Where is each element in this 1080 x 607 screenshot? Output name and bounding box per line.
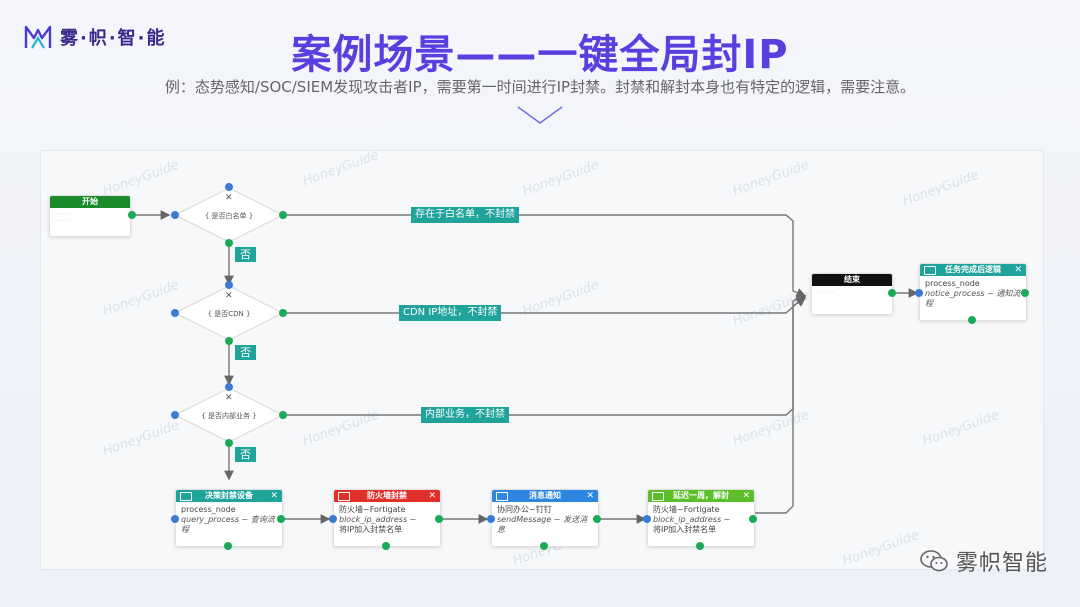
input-port[interactable] — [915, 289, 923, 297]
close-icon[interactable]: ✕ — [225, 291, 233, 301]
decision-label-3: { 是否内部业务 } — [201, 412, 257, 420]
page-subtitle: 例：态势感知/SOC/SIEM发现攻击者IP，需要第一时间进行IP封禁。封禁和解… — [164, 78, 916, 96]
input-port[interactable] — [171, 515, 179, 523]
start-node-title: 开始 — [50, 196, 130, 208]
node-type: process_node — [181, 505, 236, 514]
yes-branch-label-1: 存在于白名单，不封禁 — [411, 207, 519, 223]
process-node-delay-unblock[interactable]: 延迟一周，解封 ✕ 防火墙~Fortigate block_ip_address… — [647, 489, 755, 547]
wechat-icon — [920, 550, 948, 572]
node-action: sendMessage ~ 发送消息 — [497, 515, 588, 534]
page-title: 案例场景——一键全局封IP — [291, 32, 789, 78]
close-icon[interactable]: ✕ — [742, 491, 750, 501]
input-port[interactable] — [171, 309, 179, 317]
output-port[interactable] — [888, 289, 896, 297]
end-node-title: 结束 — [812, 274, 892, 286]
end-node[interactable]: 结束 · · · · · — [811, 273, 893, 315]
logo-mark-icon — [24, 25, 52, 49]
output-port[interactable] — [225, 239, 233, 247]
node-type: process_node — [925, 279, 980, 288]
decision-label-1: { 是否白名单 } — [204, 212, 254, 220]
process-node-decide-device[interactable]: 决策封禁设备 ✕ process_node query_process ~ 查询… — [175, 489, 283, 547]
output-port[interactable] — [225, 439, 233, 447]
node-action: notice_process ~ 通知流程 — [925, 289, 1021, 308]
no-branch-label-1: 否 — [235, 247, 256, 262]
yes-branch-label-3: 内部业务，不封禁 — [421, 407, 509, 423]
process-node-firewall-block[interactable]: 防火墙封禁 ✕ 防火墙~Fortigate block_ip_address ~… — [333, 489, 441, 547]
process-node-header: 防火墙封禁 ✕ — [334, 490, 440, 502]
start-node-body: · · · · · ·· · · · · — [55, 211, 76, 225]
output-port[interactable] — [279, 309, 287, 317]
brand-signature: 雾帜智能 — [920, 545, 1048, 577]
company-logo: 雾·帜·智·能 — [24, 24, 167, 50]
brand-text: 雾帜智能 — [955, 551, 1048, 576]
logo-text: 雾·帜·智·能 — [60, 28, 167, 49]
close-icon[interactable]: ✕ — [225, 393, 233, 403]
flow-connectors — [133, 187, 919, 524]
workflow-canvas[interactable]: HoneyGuide HoneyGuide HoneyGuide HoneyGu… — [40, 148, 1044, 570]
yes-branch-label-2: CDN IP地址，不封禁 — [399, 305, 502, 321]
node-note: 将IP加入封禁名单 — [653, 525, 717, 534]
end-node-body: · · · · · — [817, 289, 835, 296]
window-icon — [924, 266, 936, 275]
input-port[interactable] — [329, 515, 337, 523]
close-icon[interactable]: ✕ — [270, 491, 278, 501]
input-port[interactable] — [171, 411, 179, 419]
no-branch-label-3: 否 — [235, 447, 256, 462]
process-node-header: 决策封禁设备 ✕ — [176, 490, 282, 502]
output-port[interactable] — [128, 211, 136, 219]
window-icon — [338, 492, 350, 501]
chevron-down-icon — [517, 106, 563, 124]
output-port[interactable] — [279, 411, 287, 419]
start-node[interactable]: 开始 · · · · · ·· · · · · — [49, 195, 131, 237]
node-note: 将IP加入封禁名单 — [339, 525, 403, 534]
output-port[interactable] — [1021, 289, 1029, 297]
process-node-header: 延迟一周，解封 ✕ — [648, 490, 754, 502]
output-port[interactable] — [696, 542, 704, 550]
window-icon — [652, 492, 664, 501]
close-icon[interactable]: ✕ — [586, 491, 594, 501]
process-node-title: 防火墙封禁 — [367, 491, 407, 500]
process-node-title: 延迟一周，解封 — [673, 491, 729, 500]
node-action: block_ip_address ~ — [339, 515, 417, 524]
window-icon — [496, 492, 508, 501]
close-icon[interactable]: ✕ — [225, 193, 233, 203]
node-type: 防火墙~Fortigate — [339, 505, 406, 514]
input-port[interactable] — [225, 383, 233, 391]
close-icon[interactable]: ✕ — [1014, 265, 1022, 275]
output-port[interactable] — [593, 515, 601, 523]
process-node-message-notify[interactable]: 消息通知 ✕ 协同办公~钉钉 sendMessage ~ 发送消息 — [491, 489, 599, 547]
output-port[interactable] — [749, 515, 757, 523]
process-node-title: 消息通知 — [529, 491, 561, 500]
node-action: query_process ~ 查询流程 — [181, 515, 275, 534]
window-icon — [180, 492, 192, 501]
node-action: block_ip_address ~ — [653, 515, 731, 524]
output-port[interactable] — [968, 316, 976, 324]
output-port[interactable] — [277, 515, 285, 523]
final-logic-node-title: 任务完成后逻辑 — [945, 265, 1001, 274]
output-port[interactable] — [382, 542, 390, 550]
final-logic-node[interactable]: 任务完成后逻辑 ✕ process_node notice_process ~ … — [919, 263, 1027, 321]
input-port[interactable] — [225, 183, 233, 191]
node-type: 防火墙~Fortigate — [653, 505, 720, 514]
input-port[interactable] — [225, 281, 233, 289]
no-branch-label-2: 否 — [235, 345, 256, 360]
output-port[interactable] — [435, 515, 443, 523]
decision-label-2: { 是否CDN } — [207, 310, 251, 318]
input-port[interactable] — [171, 211, 179, 219]
output-port[interactable] — [279, 211, 287, 219]
close-icon[interactable]: ✕ — [428, 491, 436, 501]
node-type: 协同办公~钉钉 — [497, 505, 552, 514]
output-port[interactable] — [540, 542, 548, 550]
output-port[interactable] — [224, 542, 232, 550]
final-logic-node-header: 任务完成后逻辑 ✕ — [920, 264, 1026, 276]
process-node-title: 决策封禁设备 — [205, 491, 253, 500]
output-port[interactable] — [225, 337, 233, 345]
input-port[interactable] — [487, 515, 495, 523]
input-port[interactable] — [643, 515, 651, 523]
process-node-header: 消息通知 ✕ — [492, 490, 598, 502]
